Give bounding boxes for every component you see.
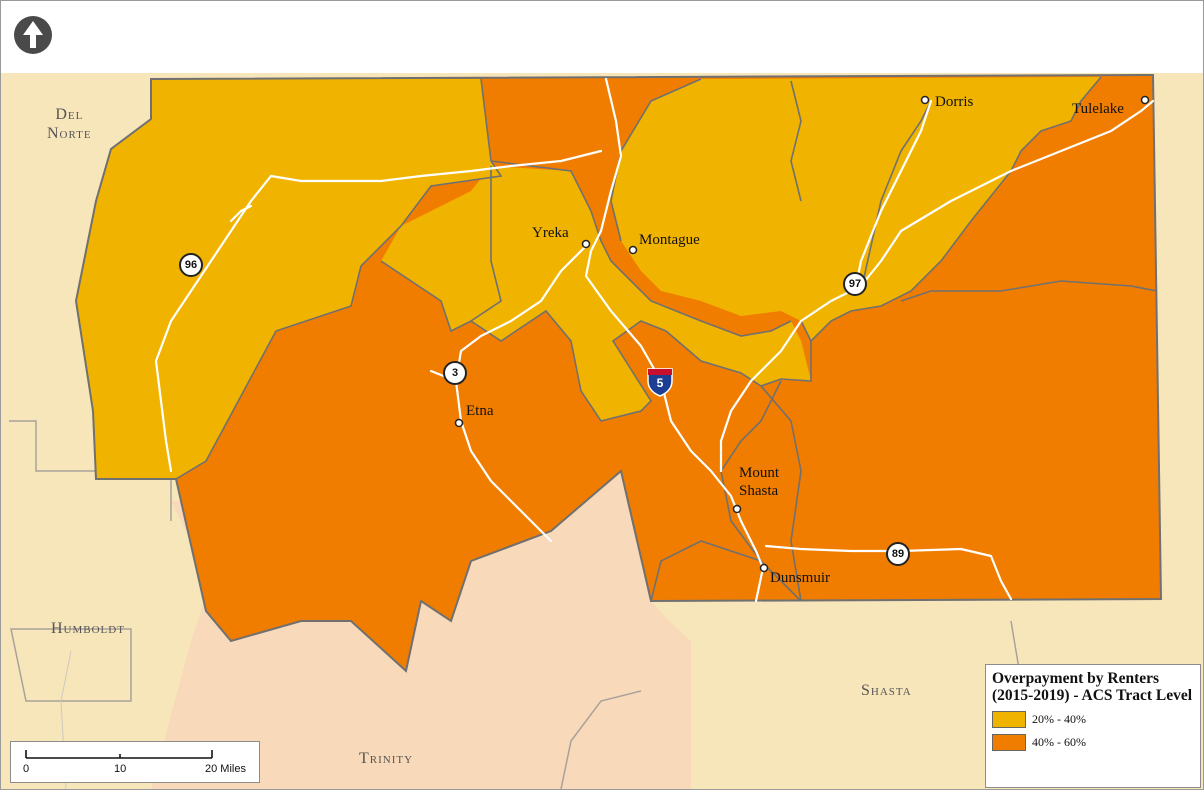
route-shield-89: 89	[886, 542, 910, 566]
map-legend: Overpayment by Renters (2015-2019) - ACS…	[985, 664, 1201, 788]
interstate-shield-icon: 5	[646, 367, 674, 397]
city-dot-montague[interactable]	[628, 245, 638, 255]
city-dot-tulelake[interactable]	[1140, 95, 1150, 105]
legend-item-low: 20% - 40%	[992, 711, 1194, 728]
city-label-dorris: Dorris	[935, 94, 974, 110]
legend-label-high: 40% - 60%	[1032, 735, 1086, 749]
scale-label-0: 0	[23, 763, 30, 775]
county-label-trinity: Trinity	[359, 750, 414, 767]
scale-label-20-miles: 20 Miles	[205, 763, 246, 775]
tract-20-40-east-sliver[interactable]	[613, 301, 811, 386]
county-label-humboldt: Humboldt	[51, 620, 125, 637]
city-dot-yreka[interactable]	[581, 239, 591, 249]
county-lines	[9, 420, 1042, 789]
city-dot-dorris[interactable]	[920, 95, 930, 105]
legend-swatch-high	[992, 734, 1026, 751]
scale-bar-ruler	[25, 750, 213, 759]
city-label-tulelake: Tulelake	[1072, 101, 1124, 117]
city-label-dunsmuir: Dunsmuir	[770, 570, 830, 586]
city-label-mount-shasta: Mount Shasta	[739, 465, 780, 499]
legend-label-low: 20% - 40%	[1032, 712, 1086, 726]
county-label-shasta: Shasta	[861, 682, 912, 699]
city-label-etna: Etna	[466, 403, 494, 419]
route-shield-96: 96	[179, 253, 203, 277]
interstate-shield-number: 5	[656, 376, 664, 390]
legend-title: Overpayment by Renters (2015-2019) - ACS…	[992, 670, 1193, 704]
north-arrow-icon	[14, 16, 52, 54]
city-markers	[454, 95, 1150, 573]
legend-swatch-low	[992, 711, 1026, 728]
tract-20-40-north[interactable]	[611, 77, 1101, 341]
route-shield-97: 97	[843, 272, 867, 296]
legend-item-high: 40% - 60%	[992, 734, 1194, 751]
city-dot-etna[interactable]	[454, 418, 464, 428]
scale-label-10: 10	[114, 763, 127, 775]
roads	[154, 77, 1155, 603]
county-label-del-norte: Del Norte	[47, 106, 92, 142]
scale-bar: 0 10 20 Miles	[10, 741, 260, 783]
city-dot-mount-shasta[interactable]	[732, 504, 742, 514]
city-dot-dunsmuir[interactable]	[759, 563, 769, 573]
city-label-montague: Montague	[639, 232, 700, 248]
city-label-yreka: Yreka	[532, 225, 569, 241]
route-shield-3: 3	[443, 361, 467, 385]
